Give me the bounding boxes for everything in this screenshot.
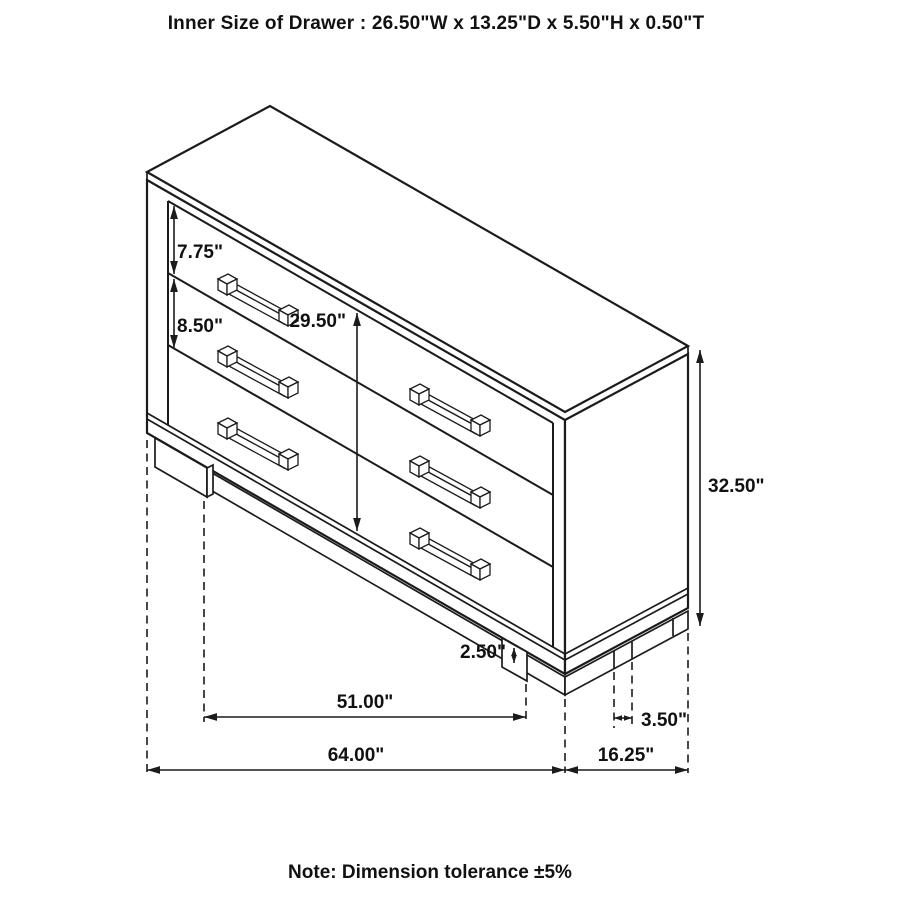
dim-label-overall-width: 64.00" — [328, 745, 385, 766]
dim-label-leg-span: 51.00" — [337, 692, 394, 713]
dim-label-overall-depth: 16.25" — [598, 745, 655, 766]
dim-label-drawer-bank: 29.50" — [289, 311, 346, 332]
page-title: Inner Size of Drawer : 26.50"W x 13.25"D… — [167, 13, 705, 34]
dim-label-base-height: 2.50" — [460, 642, 506, 663]
plinth-side — [564, 609, 689, 697]
dresser-side-face — [563, 352, 690, 676]
dimension-annotations: 7.75" 8.50" 29.50" 32.50" 2.50" 51.00" 6… — [146, 206, 765, 774]
dim-label-leg-width: 3.50" — [641, 710, 687, 731]
dim-label-top-drawer: 7.75" — [177, 242, 223, 263]
tolerance-note: Note: Dimension tolerance ±5% — [288, 862, 572, 883]
dim-label-middle-drawer: 8.50" — [177, 316, 223, 337]
dim-label-overall-height: 32.50" — [708, 476, 765, 497]
front-left-leg-side — [206, 463, 214, 499]
dresser-drawing — [144, 104, 691, 697]
